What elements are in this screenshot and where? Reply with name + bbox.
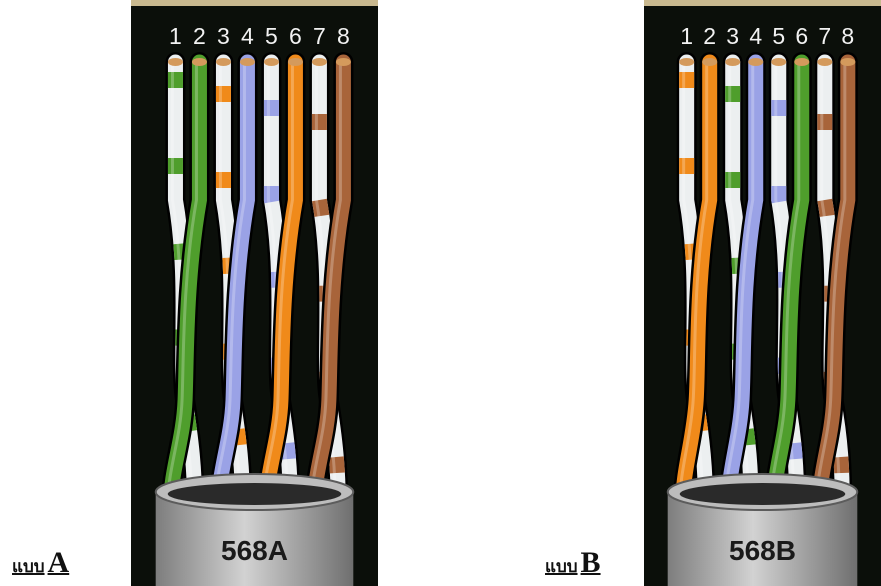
pin-number-4: 4 — [749, 23, 762, 49]
wire-tip — [817, 58, 833, 66]
pin-number-3: 3 — [217, 23, 230, 49]
pin-number-2: 2 — [193, 23, 206, 49]
wire-8-brown — [809, 52, 858, 515]
wire-tip — [702, 58, 718, 66]
cable-jacket: 568A — [154, 473, 355, 586]
cable-jacket: 568B — [666, 473, 859, 586]
pin-number-4: 4 — [241, 23, 254, 49]
wire-tip — [335, 58, 351, 66]
pin-number-1: 1 — [680, 23, 693, 49]
wire-tip — [748, 58, 764, 66]
standard-label: 568B — [729, 535, 796, 566]
wire-tip — [191, 58, 207, 66]
pin-number-7: 7 — [313, 23, 326, 49]
pin-number-8: 8 — [841, 23, 854, 49]
wire-6-green — [763, 52, 812, 515]
pin-number-2: 2 — [703, 23, 716, 49]
wire-tip — [263, 58, 279, 66]
caption-a-letter: A — [47, 546, 70, 579]
caption-b-prefix: แบบ — [545, 557, 578, 577]
wire-tip — [840, 58, 856, 66]
wire-tip — [794, 58, 810, 66]
pin-number-7: 7 — [818, 23, 831, 49]
wire-4-blue — [718, 52, 766, 515]
wire-4-blue — [208, 52, 258, 515]
pin-number-5: 5 — [772, 23, 785, 49]
caption-a-prefix: แบบ — [12, 557, 45, 577]
wire-tip — [771, 58, 787, 66]
wire-2-orange — [672, 52, 720, 515]
pin-number-1: 1 — [169, 23, 182, 49]
caption-a: แบบ A — [12, 546, 69, 580]
wire-tip — [239, 58, 255, 66]
wire-tip — [215, 58, 231, 66]
top-edge — [131, 0, 378, 6]
wire-tip — [167, 58, 183, 66]
wire-tip — [679, 58, 695, 66]
wire-8-brown — [304, 52, 354, 515]
wire-tip — [287, 58, 303, 66]
wire-2-green — [160, 52, 210, 515]
pin-number-6: 6 — [795, 23, 808, 49]
standard-label: 568A — [221, 535, 288, 566]
pin-number-6: 6 — [289, 23, 302, 49]
pin-number-3: 3 — [726, 23, 739, 49]
wire-tip — [725, 58, 741, 66]
top-edge — [644, 0, 881, 6]
pin-number-8: 8 — [337, 23, 350, 49]
pin-number-5: 5 — [265, 23, 278, 49]
caption-b: แบบ B — [545, 546, 601, 580]
wire-6-orange — [256, 52, 306, 515]
caption-b-letter: B — [580, 546, 601, 579]
wire-tip — [311, 58, 327, 66]
